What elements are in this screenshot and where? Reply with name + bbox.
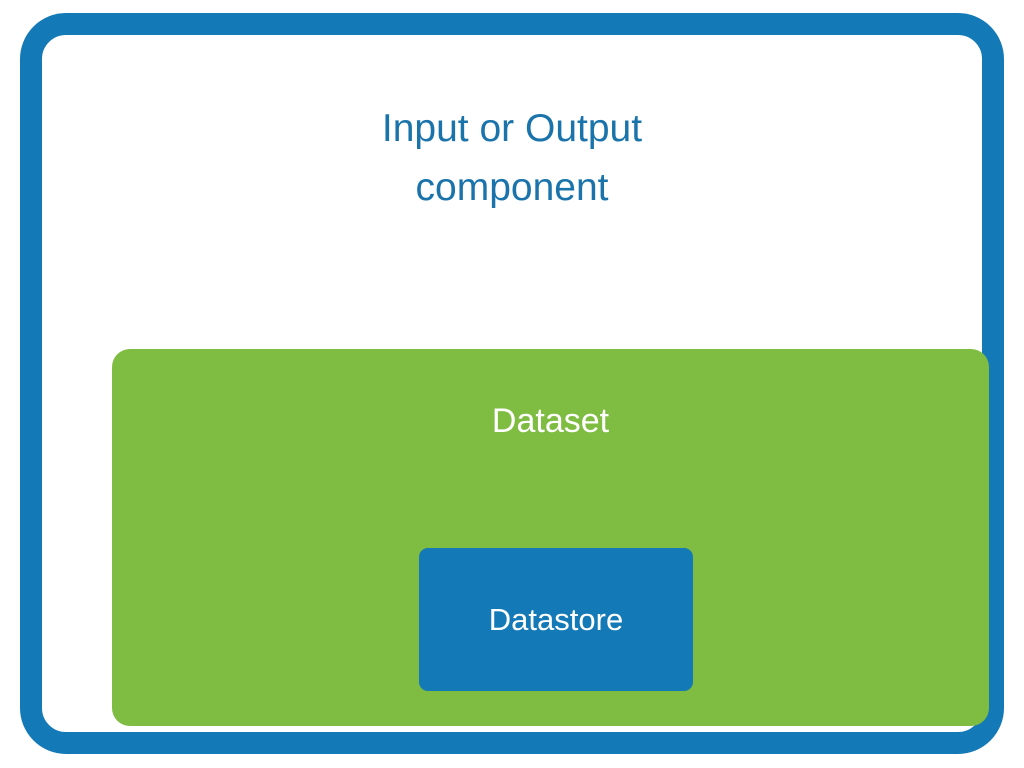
input-or-output-component-block[interactable]: Input or Output component Dataset Datast… (20, 13, 1004, 754)
dataset-label: Dataset (491, 402, 610, 440)
component-title: Input or Output component (381, 107, 643, 209)
datastore-label: Datastore (488, 601, 624, 637)
datastore-block[interactable]: Datastore (419, 548, 693, 691)
dataset-block[interactable]: Dataset Datastore (112, 349, 989, 726)
